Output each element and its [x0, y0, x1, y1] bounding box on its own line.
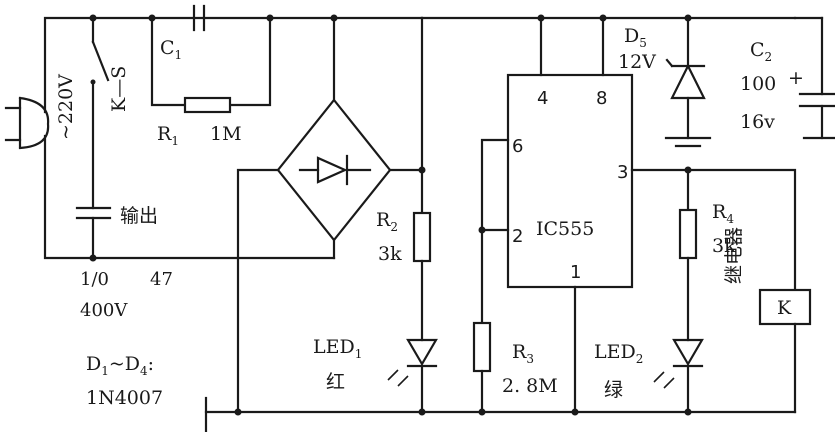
mains-input-section [4, 4, 424, 262]
d5-ground-icon [664, 136, 712, 148]
ic555-body [506, 73, 634, 289]
c2-value-2: 16v [740, 111, 775, 133]
junction-dot [266, 14, 274, 22]
r2-led1-branch [387, 16, 438, 414]
junction-dot [418, 408, 426, 416]
pin3-wire [630, 168, 797, 292]
diodes-label: D1~D4: [86, 353, 154, 378]
r2-label: R2 [376, 209, 398, 234]
c2-plus-sign: + [788, 67, 804, 89]
junction-dot [684, 408, 692, 416]
relay-k [758, 288, 812, 414]
led2-icon [672, 338, 704, 367]
resistor-r3 [472, 321, 492, 373]
cap-rating-3: 400V [80, 300, 128, 321]
bridge-left-output [236, 168, 280, 414]
switch-blade [91, 40, 110, 82]
plug-pins [4, 106, 22, 142]
junction-dot [599, 14, 607, 22]
bridge-diode-icon [316, 156, 348, 184]
pin4-label: 4 [537, 88, 548, 109]
led2-light-arrows-icon [653, 371, 675, 389]
led1-label: LED1 [313, 336, 362, 361]
ic555-chip [420, 14, 797, 414]
capacitor-c1 [192, 4, 206, 32]
junction-dot [684, 166, 692, 174]
bridge-diode-bar [345, 154, 372, 186]
led1-color-label: 红 [326, 371, 345, 393]
junction-dot [89, 14, 97, 22]
pin6-label: 6 [512, 136, 523, 157]
led2-color-label: 绿 [604, 379, 623, 401]
output-capacitor [75, 206, 112, 220]
resistor-r4 [678, 208, 698, 260]
r2-value: 3k [378, 243, 402, 265]
capacitor-c2 [793, 16, 835, 140]
pin2-label: 2 [512, 226, 523, 247]
led1-icon [406, 338, 438, 367]
junction-dot [478, 408, 486, 416]
pin1-label: 1 [570, 262, 581, 283]
r4-value: 3k [712, 235, 736, 257]
pin8-label: 8 [596, 88, 607, 109]
d5-value: 12V [618, 51, 656, 73]
led2-label: LED2 [594, 341, 643, 366]
junction-dot [537, 14, 545, 22]
resistor-r2 [412, 211, 432, 263]
led1-light-arrows-icon [387, 369, 409, 387]
r1-label: R1 [157, 123, 179, 148]
diode-type-label: 1N4007 [86, 387, 163, 409]
junction-dot [478, 226, 486, 234]
junction-dot [684, 14, 692, 22]
zener-d5 [664, 14, 712, 148]
c1-label: C1 [160, 37, 182, 62]
zener-d5-bar [665, 58, 706, 68]
bridge-rectifier [236, 14, 424, 414]
c1-right-wire [228, 16, 272, 107]
r4-label: R4 [712, 201, 734, 226]
junction-dot [234, 408, 242, 416]
switch-contact [90, 79, 96, 85]
junction-dot [89, 254, 97, 262]
top-left-wire [43, 16, 424, 114]
r4-led2-branch [653, 166, 704, 414]
cap-rating-2: 47 [150, 269, 173, 290]
junction-dot [418, 166, 426, 174]
junction-dot [148, 14, 156, 22]
r3-branch [472, 321, 492, 414]
c2-label: C2 [750, 39, 772, 64]
pin6-wire [480, 138, 510, 232]
relay-label: 继电器 [723, 227, 745, 284]
pin3-label: 3 [617, 162, 628, 183]
bridge-diamond [276, 98, 392, 242]
c1-left-wire [150, 16, 187, 107]
cap-rating-1: 1/0 [80, 269, 109, 290]
resistor-r1 [183, 96, 232, 114]
junction-dot [330, 14, 338, 22]
c2-value-1: 100 [740, 73, 776, 95]
ground-rail [204, 396, 797, 432]
junction-dot [571, 408, 579, 416]
r1-value: 1M [210, 123, 242, 145]
zener-d5-icon [670, 63, 706, 100]
switch-label: K—S [108, 66, 130, 112]
r3-label: R3 [512, 341, 534, 366]
ic-label: IC555 [536, 218, 594, 240]
mains-voltage-label: ~220V [55, 74, 77, 140]
r3-value: 2. 8M [502, 375, 558, 397]
d5-label: D5 [624, 25, 647, 50]
relay-coil-box [758, 288, 812, 326]
output-label: 输出 [120, 205, 158, 227]
relay-k-label: K [777, 297, 792, 319]
